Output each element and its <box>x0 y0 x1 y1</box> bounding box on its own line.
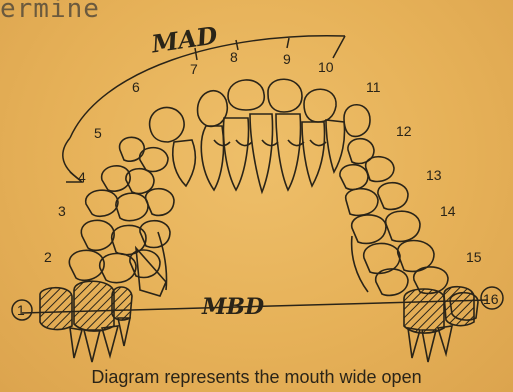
tooth-number-4: 4 <box>78 169 86 185</box>
tooth-number-14: 14 <box>440 203 456 219</box>
caption: Diagram represents the mouth wide open <box>0 367 513 388</box>
tooth-number-2: 2 <box>44 249 52 265</box>
mad-label: MAD <box>149 20 220 58</box>
tooth-number-11: 11 <box>366 79 381 95</box>
tooth-number-5: 5 <box>94 125 102 141</box>
tick-9 <box>287 38 289 48</box>
tooth-number-7: 7 <box>190 61 198 77</box>
left-hatched-molars <box>40 281 132 362</box>
tooth-number-12: 12 <box>396 123 412 139</box>
left-molar-cluster <box>69 137 174 296</box>
tooth-number-10: 10 <box>318 59 334 75</box>
tooth-number-1: 1 <box>17 302 25 318</box>
incisor-teeth <box>150 79 370 192</box>
tooth-number-3: 3 <box>58 203 66 219</box>
right-hatched-molars <box>404 287 478 362</box>
tooth-number-15: 15 <box>466 249 482 265</box>
tooth-number-6: 6 <box>132 79 140 95</box>
tooth-number-9: 9 <box>283 51 291 67</box>
tooth-number-13: 13 <box>426 167 442 183</box>
tooth-number-8: 8 <box>230 49 238 65</box>
right-molar-cluster <box>340 139 448 296</box>
mbd-label: MBD <box>201 294 264 320</box>
tooth-number-16: 16 <box>483 291 499 307</box>
tick-10 <box>333 36 345 58</box>
